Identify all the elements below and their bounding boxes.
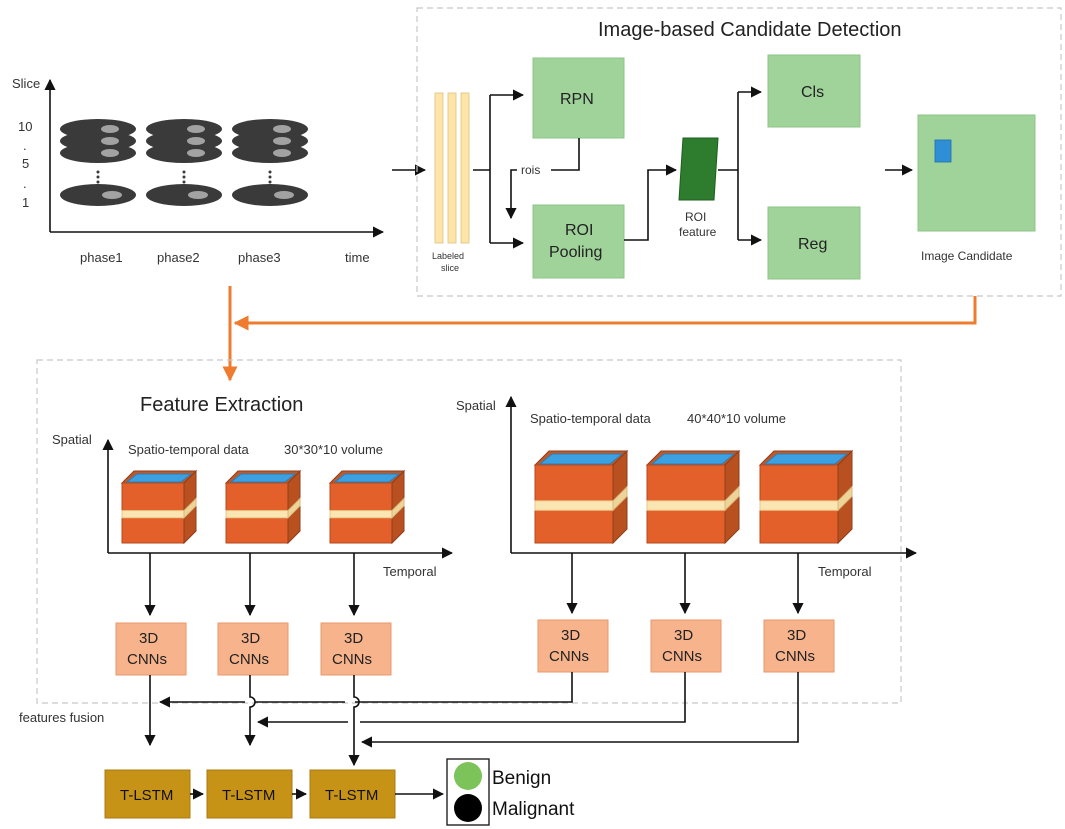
cnn-3-label-2: CNNs [332,651,372,668]
cnn-box-5: 3D CNNs [650,619,722,673]
cnn-2-label-1: 3D [241,630,260,647]
volume-cube [533,449,629,545]
slice-stack-phase3 [232,119,308,206]
slice-tick-dot-2: . [23,176,27,191]
cnn-2-label-2: CNNs [229,651,269,668]
volume-cube [645,449,741,545]
features-fusion-label: features fusion [19,710,104,725]
time-axis-label: time [345,250,370,265]
feature-title: Feature Extraction [140,394,303,416]
cnn-6-label-2: CNNs [775,648,815,665]
tlstm-2-label: T-LSTM [222,787,275,804]
cnn-4-label-2: CNNs [549,648,589,665]
slice-tick-dot-1: . [23,138,27,153]
malignant-indicator [454,794,482,822]
cnn-box-2: 3D CNNs [217,622,289,676]
roi-pooling-label-2: Pooling [549,244,602,261]
phase3-label: phase3 [238,250,281,265]
cnn-1-label-1: 3D [139,630,158,647]
detection-title: Image-based Candidate Detection [598,19,902,41]
image-candidate-label: Image Candidate [921,249,1013,263]
cnn-1-label-2: CNNs [127,651,167,668]
phase1-label: phase1 [80,250,123,265]
cls-box [767,54,861,128]
labeled-slice-stack [434,92,470,244]
rois-label: rois [521,163,540,177]
slice-time-plot: Slice 10 . 5 . 1 phase1 phase2 phase3 [12,76,385,265]
volume-cube [758,449,854,545]
right-spatial-label: Spatial [456,398,496,413]
roi-feature-shape [678,137,719,201]
tlstm-1-label: T-LSTM [120,787,173,804]
slice-tick-1: 1 [22,195,29,210]
left-temporal-label: Temporal [383,564,437,579]
roi-feature-label-2: feature [679,225,717,239]
cnn-5-label-1: 3D [674,627,693,644]
slice-tick-5: 5 [22,156,29,171]
cnn-box-1: 3D CNNs [115,622,187,676]
left-volume-label: 30*30*10 volume [284,442,383,457]
left-data-label: Spatio-temporal data [128,442,249,457]
tlstm-3-label: T-LSTM [325,787,378,804]
roi-pooling-label-1: ROI [565,222,593,239]
benign-indicator [454,762,482,790]
tlstm-box-1 [104,769,191,819]
slice-axis-label: Slice [12,76,40,91]
labeled-slice-label-2: slice [441,263,459,273]
cnn-box-4: 3D CNNs [537,619,609,673]
cnn-5-label-2: CNNs [662,648,702,665]
reg-label: Reg [798,236,827,253]
detection-frame [416,7,1062,297]
feature-frame [36,359,902,704]
cnn-3-label-1: 3D [344,630,363,647]
tlstm-box-3 [309,769,396,819]
roi-feature-label-1: ROI [685,210,706,224]
rpn-box [532,57,625,139]
slice-stack-phase1 [60,119,136,206]
right-data-label: Spatio-temporal data [530,411,651,426]
slice-stack-phase2 [146,119,222,206]
tlstm-box-2 [206,769,293,819]
image-candidate-box [917,114,1036,232]
candidate-feedback-arrow [233,296,977,331]
candidate-region [934,139,952,163]
benign-label: Benign [492,768,551,789]
right-temporal-label: Temporal [818,564,872,579]
cnn-4-label-1: 3D [561,627,580,644]
labeled-slice-label-1: Labeled [432,251,464,261]
cnn-6-label-1: 3D [787,627,806,644]
reg-box [767,206,861,280]
phase2-label: phase2 [157,250,200,265]
slice-tick-10: 10 [18,119,32,134]
cnn-box-6: 3D CNNs [763,619,835,673]
left-spatial-label: Spatial [52,432,92,447]
roi-pooling-box [532,204,625,279]
cnn-box-3: 3D CNNs [320,622,392,676]
volume-cube [224,469,302,545]
rpn-label: RPN [560,91,594,108]
volume-cube [120,469,198,545]
volume-cube [328,469,406,545]
cls-label: Cls [801,84,824,101]
right-volume-label: 40*40*10 volume [687,411,786,426]
malignant-label: Malignant [492,799,575,820]
